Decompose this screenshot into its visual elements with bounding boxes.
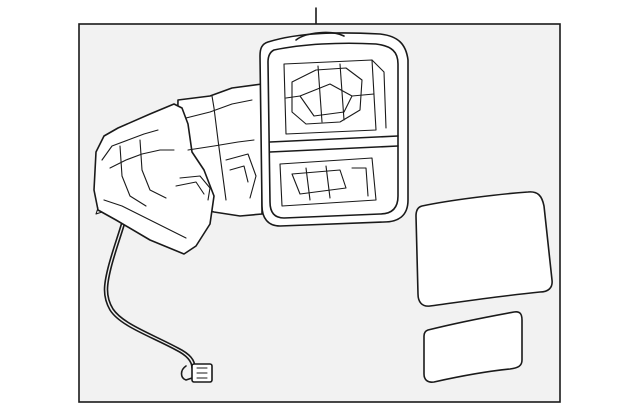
mirror-assembly-housing [93, 83, 263, 255]
main-mirror-glass [415, 191, 553, 307]
lower-mirror-glass [423, 311, 523, 383]
connector [180, 363, 213, 383]
wiring-harness [103, 221, 196, 369]
mirror-frame [259, 31, 409, 227]
